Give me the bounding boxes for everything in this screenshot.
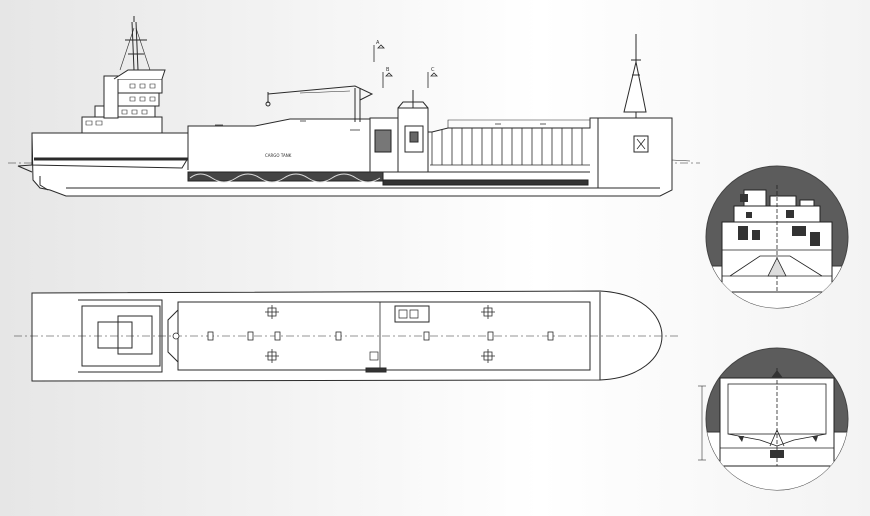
hold-frames [430,119,590,166]
cargo-crane [265,85,374,122]
stern-sheer [31,133,189,169]
section-dimension [698,385,706,461]
midship-section-upper [705,165,849,309]
deckhouse [81,69,166,134]
plan-view [14,290,680,382]
anchor-pocket [633,135,649,153]
manifold-platform [394,305,430,323]
section-marks [373,44,438,88]
fore-mast [623,34,647,118]
engine-casing [97,321,133,349]
forecastle [590,117,599,188]
tank-hatches [265,305,495,363]
cargo-hold-bottom [382,179,589,186]
mark-b: B [386,67,390,73]
mark-c: C [431,67,435,73]
poop-deck-outline [78,299,163,373]
mark-a: A [376,40,380,46]
midship-section-lower [698,347,849,491]
aft-mast [119,16,151,71]
side-elevation: CARGO TANK [8,16,700,197]
cargo-valves [172,331,554,341]
tank-label: CARGO TANK [265,153,292,158]
